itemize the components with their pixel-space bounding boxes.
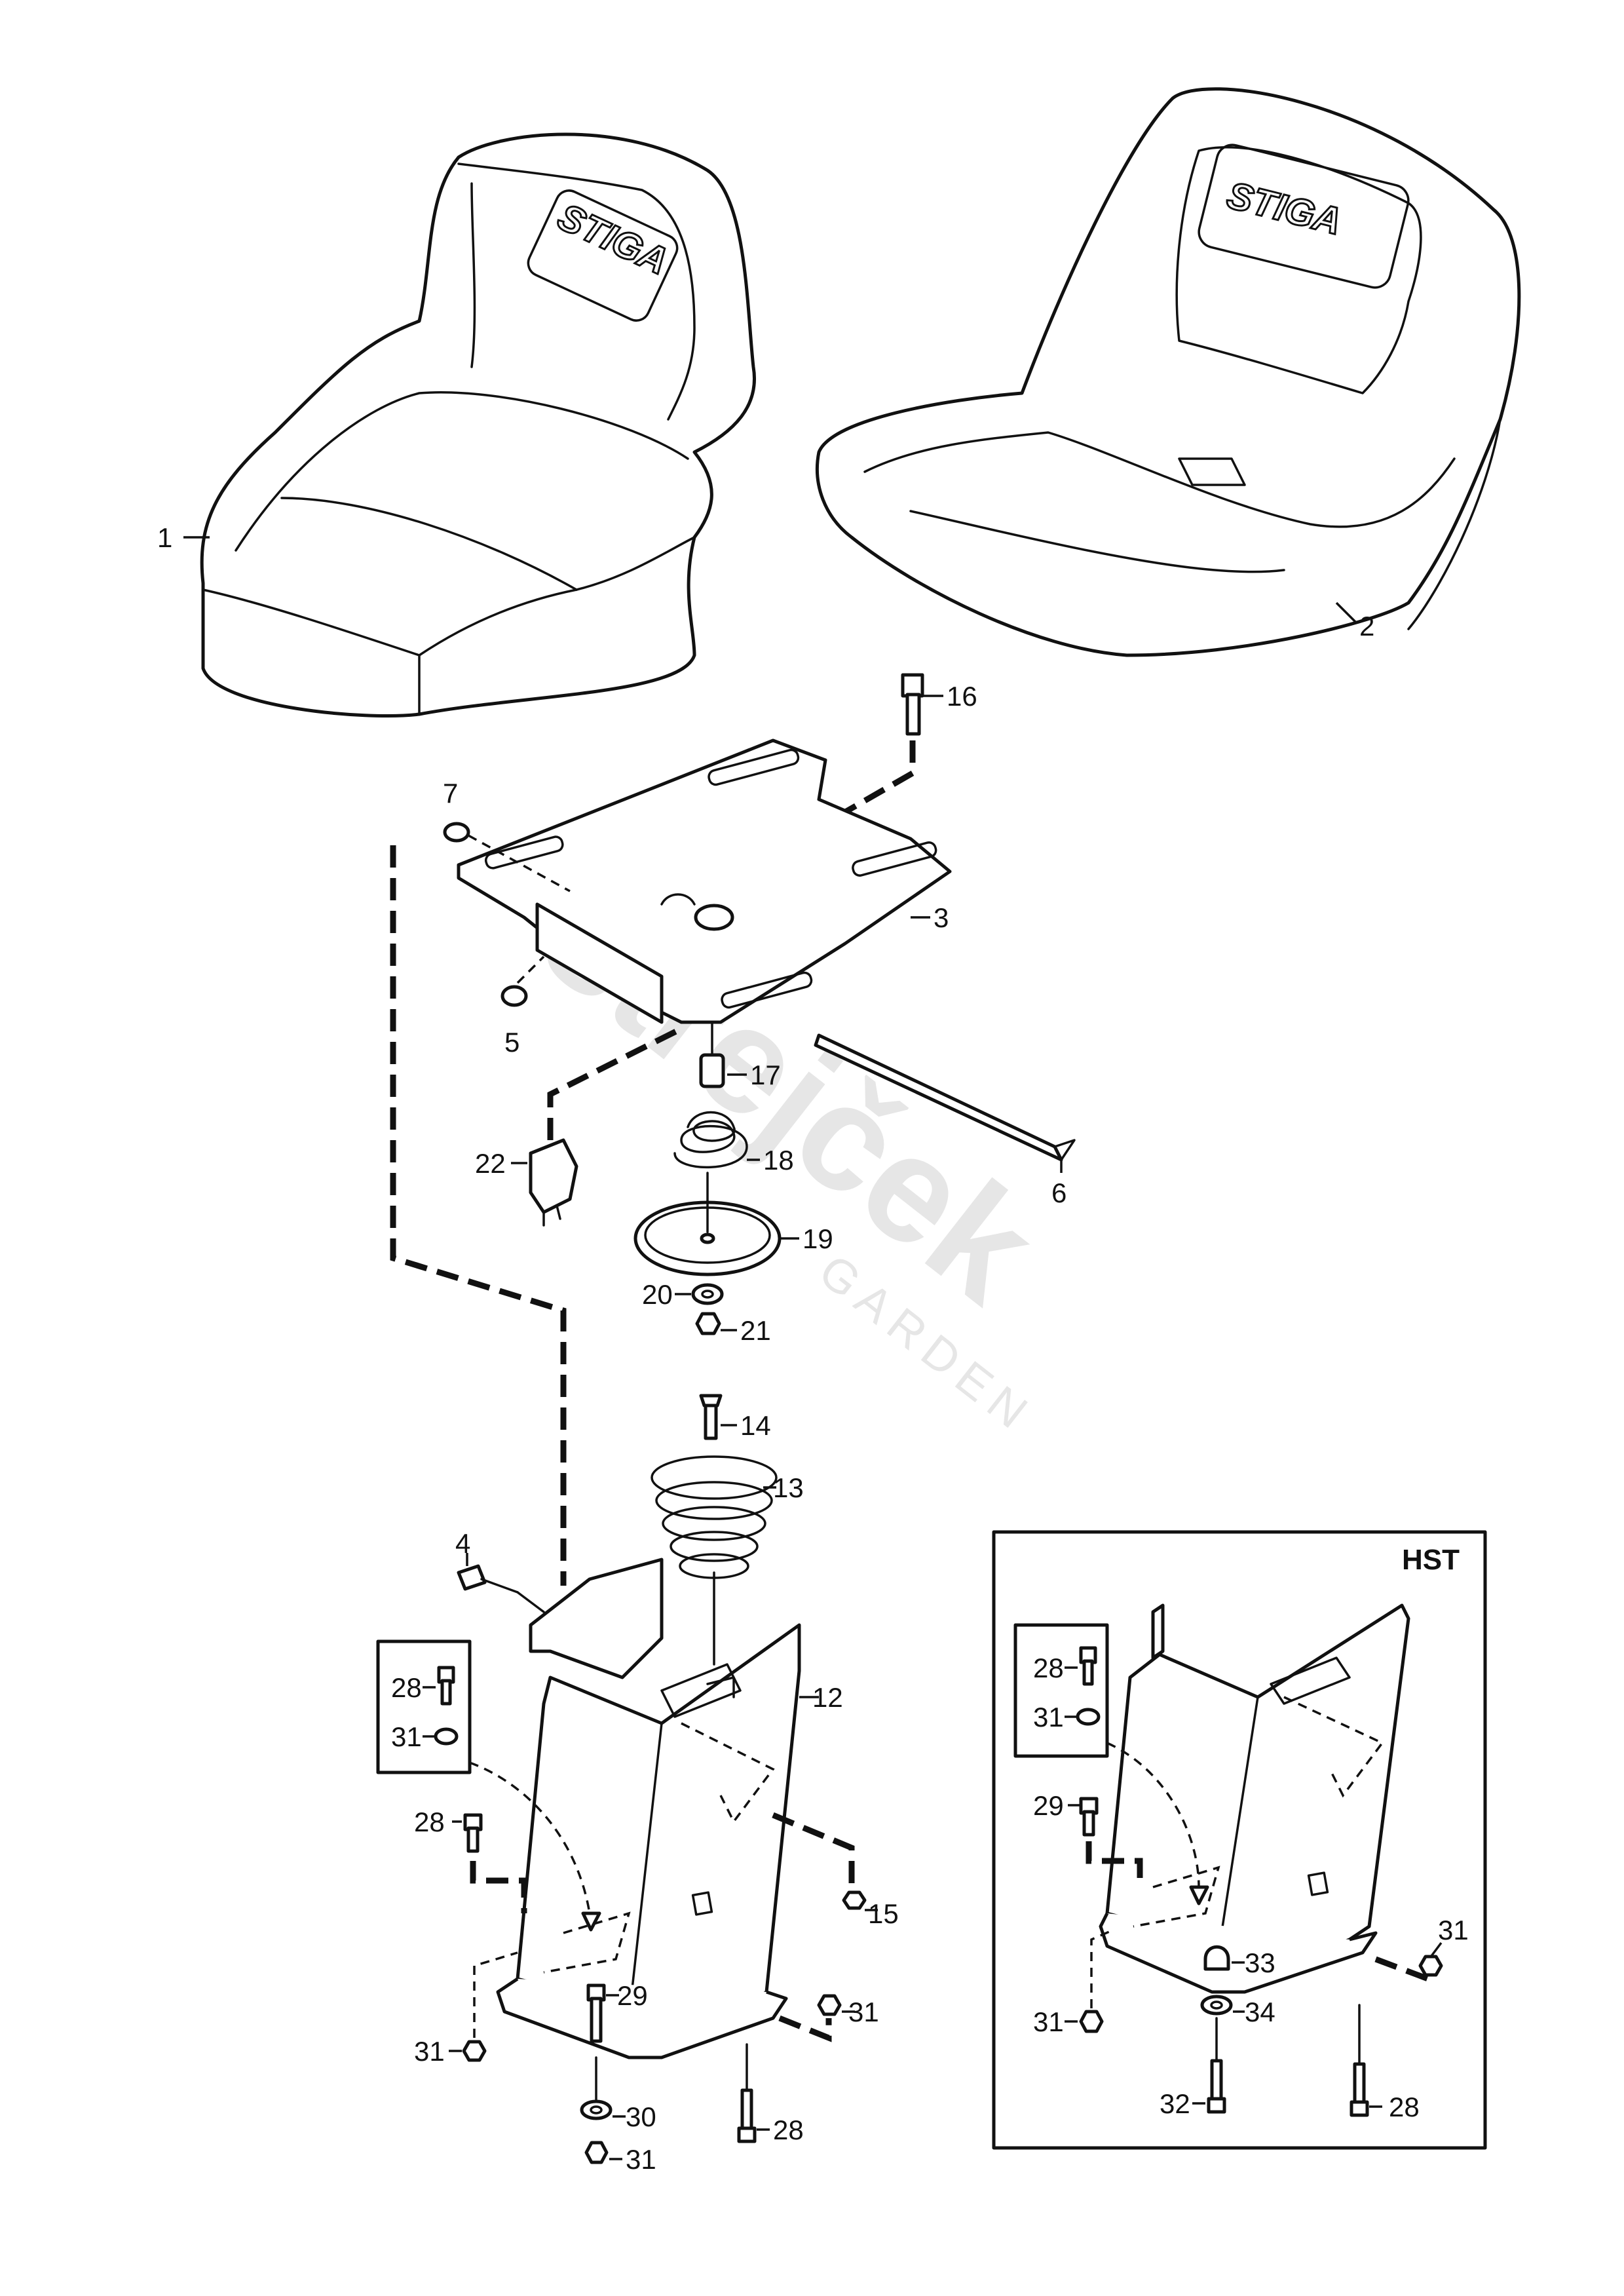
switch-part-22: 22 (475, 1138, 578, 1227)
callout-1: 1 (157, 522, 172, 553)
spring-part-18: 18 (673, 1111, 794, 1176)
assembly-line (473, 1951, 518, 2038)
callout-22: 22 (475, 1148, 506, 1179)
callout-3: 3 (934, 902, 949, 933)
callout-17: 17 (750, 1060, 781, 1090)
callout-15: 15 (868, 1898, 899, 1929)
callout-4: 4 (455, 1528, 470, 1559)
assembly-line (706, 740, 916, 894)
washer-part-30: 30 (580, 2099, 656, 2132)
callout-28a: 28 (391, 1672, 422, 1703)
callout-14: 14 (740, 1410, 771, 1441)
seat-part-2: STIGA 2 (815, 87, 1521, 657)
assembly-line (516, 955, 545, 984)
assembly-line (470, 1861, 527, 1913)
callout-31c: 31 (414, 2036, 445, 2067)
hst-callout-31b: 31 (1033, 2006, 1064, 2037)
nut-31-bottom: 31 (584, 2141, 656, 2175)
nut-part-15: 15 (842, 1890, 899, 1929)
hst-callout-28: 28 (1033, 1653, 1064, 1683)
spring-part-13: 13 (651, 1455, 804, 1666)
nut-part-5: 5 (500, 985, 528, 1058)
bolt-28-bottom: 28 (737, 2088, 804, 2145)
bolt-part-4: 4 (455, 1528, 519, 1594)
nut-part-21: 21 (695, 1312, 771, 1346)
callout-29a: 29 (617, 1980, 648, 2011)
seat-plate-part-3: 3 (457, 738, 952, 1024)
hst-callout-31c: 31 (1438, 1915, 1469, 1945)
hst-callout-32: 32 (1160, 2088, 1190, 2119)
callout-12: 12 (812, 1682, 843, 1713)
bolt-28-left: 28 (414, 1807, 483, 1853)
assembly-line (516, 1591, 545, 1613)
nut-part-7: 7 (443, 778, 470, 843)
callout-31b: 31 (848, 1997, 879, 2027)
callout-19: 19 (803, 1223, 833, 1254)
disc-part-19: 19 (633, 1172, 833, 1276)
bushing-part-17: 17 (699, 1021, 781, 1090)
callout-28b: 28 (414, 1807, 445, 1837)
assembly-line (390, 845, 567, 1586)
lever-part-6: 6 (814, 1033, 1076, 1208)
assembly-line (547, 1025, 683, 1140)
hst-callout-29: 29 (1033, 1790, 1064, 1821)
callout-31d: 31 (626, 2144, 656, 2175)
hst-inset-panel: HST 28 31 29 31 33 (992, 1530, 1487, 2150)
hst-callout-34: 34 (1245, 1997, 1275, 2027)
bolt-part-14: 14 (699, 1394, 771, 1441)
callout-21: 21 (740, 1315, 771, 1346)
hst-callout-31a: 31 (1033, 1702, 1064, 1732)
callout-31a: 31 (391, 1721, 422, 1752)
nut-31-left: 31 (414, 2036, 487, 2067)
callout-5: 5 (504, 1027, 519, 1058)
callout-30: 30 (626, 2101, 656, 2132)
callout-20: 20 (642, 1279, 673, 1310)
hst-title: HST (1402, 1544, 1460, 1576)
hst-callout-28b: 28 (1389, 2092, 1420, 2122)
inset-box-main: 28 31 (376, 1639, 472, 1774)
seat-part-1: STIGA 1 (157, 132, 756, 718)
washer-part-20: 20 (642, 1279, 724, 1310)
callout-7: 7 (443, 778, 458, 809)
callout-2: 2 (1359, 611, 1374, 641)
hst-callout-33: 33 (1245, 1947, 1275, 1978)
assembly-line (468, 834, 571, 892)
bolt-part-16: 16 (901, 673, 977, 736)
bolt-29: 29 (586, 1980, 648, 2043)
nut-31-right: 31 (817, 1994, 879, 2027)
callout-18: 18 (763, 1145, 794, 1176)
callout-6: 6 (1051, 1177, 1067, 1208)
callout-13: 13 (773, 1472, 804, 1503)
bracket-part-12: 12 (496, 1558, 843, 2059)
assembly-line (469, 1761, 591, 1914)
arrow-head (581, 1911, 601, 1932)
callout-16: 16 (947, 681, 977, 712)
assembly-line (778, 2015, 832, 2042)
callout-28c: 28 (773, 2114, 804, 2145)
assembly-line (772, 1812, 855, 1887)
